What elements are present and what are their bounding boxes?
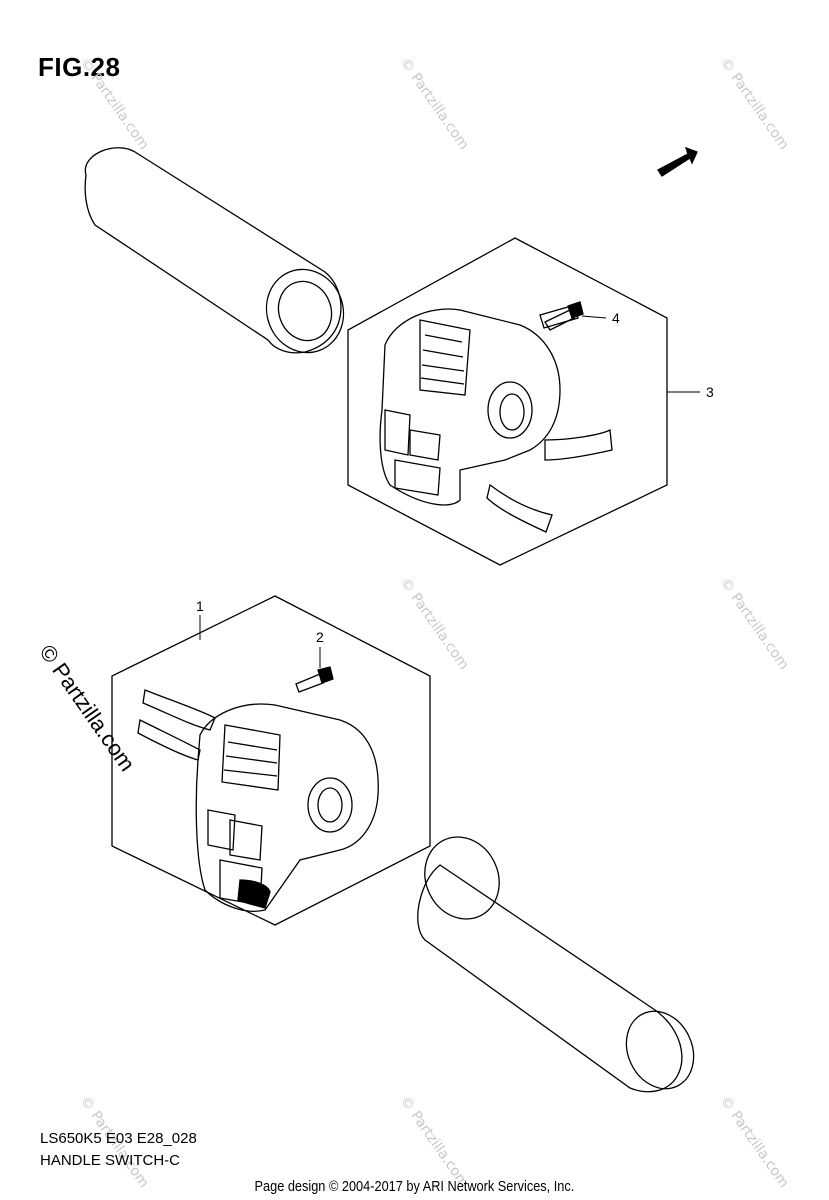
callout-1: 1: [196, 598, 204, 614]
watermark-pattern: © Partzilla.com © Partzilla.com © Partzi…: [77, 55, 792, 1191]
assembly-frame-1: [111, 595, 431, 926]
callout-2: 2: [316, 629, 324, 645]
callout-4: 4: [612, 310, 620, 326]
watermark-text: © Partzilla.com: [717, 575, 792, 673]
diagram-name: HANDLE SWITCH-C: [40, 1152, 181, 1169]
watermark-text: © Partzilla.com: [397, 55, 472, 153]
watermark-text: © Partzilla.com: [397, 1093, 472, 1191]
callout-3: 3: [706, 384, 714, 400]
watermark-text: © Partzilla.com: [717, 55, 792, 153]
right-handle-switch: [379, 304, 613, 533]
assembly-frame-3: [347, 237, 668, 566]
leader-line-4: [581, 315, 607, 319]
left-handle-switch: [137, 689, 379, 912]
watermark-text: © Partzilla.com: [397, 575, 472, 673]
diagram-code: LS650K5 E03 E28_028: [40, 1130, 197, 1147]
watermark-text: © Partzilla.com: [717, 1093, 792, 1191]
watermark-text: © Partzilla.com: [77, 55, 152, 153]
page-footer: Page design © 2004-2017 by ARI Network S…: [254, 1178, 575, 1195]
right-grip: [417, 836, 695, 1093]
fwd-arrow-icon: [657, 146, 698, 177]
figure-title: FIG.28: [38, 52, 121, 82]
left-grip: [84, 147, 345, 354]
screw-part-4: [544, 301, 584, 331]
screw-part-2: [295, 666, 334, 693]
